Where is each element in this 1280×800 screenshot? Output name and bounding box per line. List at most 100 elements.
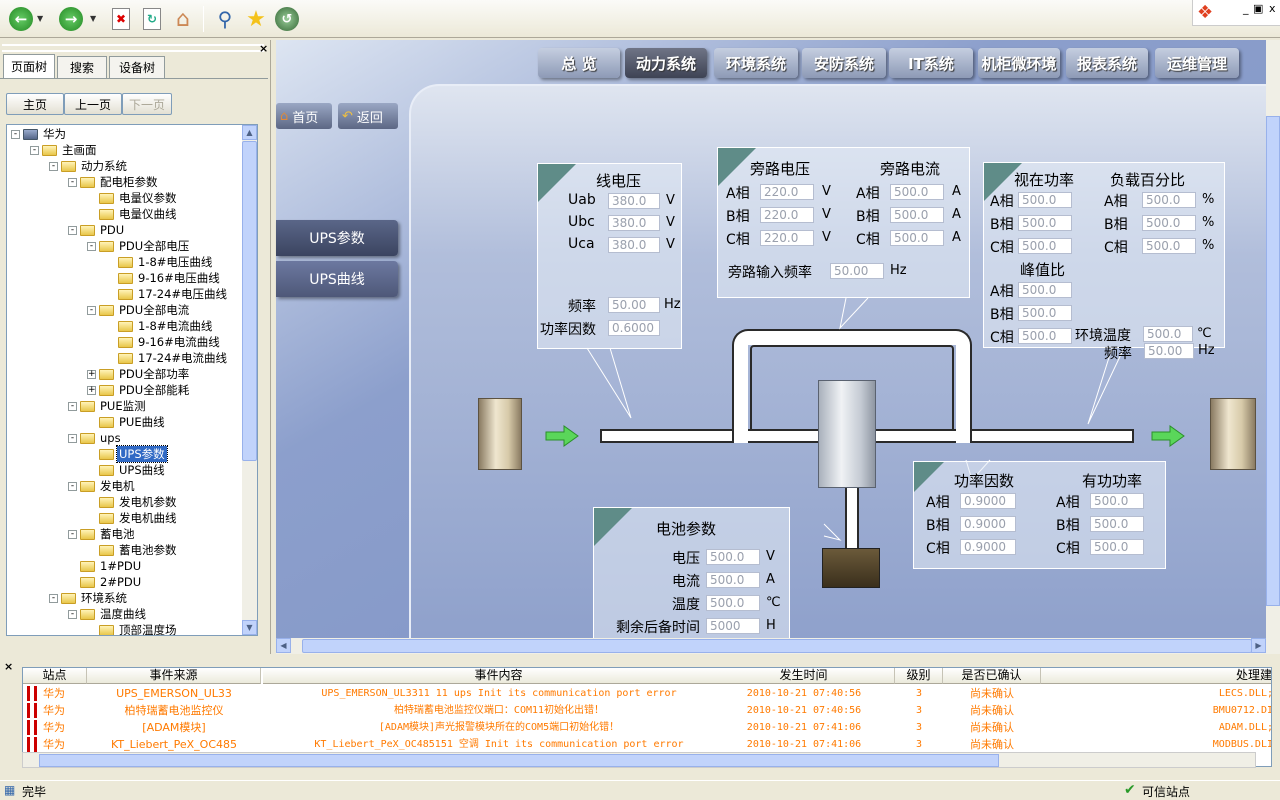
event-header[interactable]: 事件内容 <box>263 668 735 684</box>
tree-node[interactable]: 17-24#电流曲线 <box>106 350 229 366</box>
forward-icon[interactable]: → <box>58 6 84 32</box>
tree-node[interactable]: 9-16#电流曲线 <box>106 334 222 350</box>
close-panel-icon[interactable]: × <box>259 42 269 55</box>
expand-icon[interactable]: - <box>49 593 58 603</box>
tab-nav-2[interactable]: 环境系统 <box>714 48 798 78</box>
restore-button[interactable]: ▣ <box>1253 2 1264 15</box>
event-header[interactable]: 级别 <box>895 668 943 684</box>
expand-icon[interactable]: - <box>68 177 77 187</box>
tree-scrollbar[interactable]: ▲ ▼ <box>242 125 257 635</box>
tree-node[interactable]: -PUE监测 <box>68 398 148 414</box>
close-button[interactable]: x <box>1269 2 1276 15</box>
tree-node[interactable]: 17-24#电压曲线 <box>106 286 229 302</box>
event-header[interactable]: 是否已确认 <box>943 668 1041 684</box>
tree-node[interactable]: PUE曲线 <box>87 414 167 430</box>
next-page-button[interactable]: 下一页 <box>122 93 172 115</box>
tree-node[interactable]: 发电机曲线 <box>87 510 179 526</box>
chevron-down-icon[interactable]: ▼ <box>37 14 44 23</box>
event-row[interactable]: 华为柏特瑞蓄电池监控仪柏特瑞蓄电池监控仪端口：COM11初始化出错！2010-1… <box>23 702 1271 719</box>
tree-node[interactable]: -发电机 <box>68 478 137 494</box>
tree-node[interactable]: 9-16#电压曲线 <box>106 270 222 286</box>
favorites-icon[interactable]: ★ <box>246 6 266 32</box>
tree-node[interactable]: -主画面 <box>30 142 99 158</box>
tree-node[interactable]: 顶部温度场 <box>87 622 179 635</box>
tab-nav-6[interactable]: 报表系统 <box>1066 48 1148 78</box>
home-page-button[interactable]: 主页 <box>6 93 64 115</box>
expand-icon[interactable]: - <box>11 129 20 139</box>
minimize-button[interactable]: _ <box>1243 2 1249 15</box>
tree-node[interactable]: 1#PDU <box>68 558 143 574</box>
tree-node[interactable]: -华为 <box>11 126 68 142</box>
stop-icon[interactable]: ✖ <box>108 6 134 32</box>
event-header[interactable]: 事件来源 <box>87 668 261 684</box>
event-header[interactable]: 站点 <box>23 668 87 684</box>
tree-node[interactable]: 2#PDU <box>68 574 143 590</box>
tree-node[interactable]: -动力系统 <box>49 158 129 174</box>
tree-node[interactable]: UPS曲线 <box>87 462 167 478</box>
home-button[interactable]: ⌂首页 <box>276 103 332 129</box>
tree-node[interactable]: -温度曲线 <box>68 606 148 622</box>
tree-node[interactable]: -ups <box>68 430 123 446</box>
ups-params-button[interactable]: UPS参数 <box>276 220 398 256</box>
tab-nav-1[interactable]: 动力系统 <box>625 48 707 78</box>
back-button[interactable]: ↶返回 <box>338 103 398 129</box>
expand-icon[interactable]: - <box>49 161 58 171</box>
event-header[interactable]: 发生时间 <box>713 668 895 684</box>
tab-nav-5[interactable]: 机柜微环境 <box>978 48 1060 78</box>
main-hscrollbar[interactable]: ◀ ▶ <box>276 638 1266 654</box>
scroll-down-icon[interactable]: ▼ <box>242 620 257 635</box>
scroll-thumb[interactable] <box>242 141 257 461</box>
scroll-up-icon[interactable]: ▲ <box>242 125 257 140</box>
expand-icon[interactable]: + <box>87 368 96 379</box>
expand-icon[interactable]: - <box>68 481 77 491</box>
tree-node[interactable]: 发电机参数 <box>87 494 179 510</box>
event-hscrollbar[interactable] <box>22 752 1256 768</box>
event-row[interactable]: 华为[ADAM模块][ADAM模块]声光报警模块所在的COM5端口初始化错！20… <box>23 719 1271 736</box>
ups-curve-button[interactable]: UPS曲线 <box>276 261 398 297</box>
hscroll-thumb[interactable] <box>302 639 1252 653</box>
tree-node[interactable]: +PDU全部功率 <box>87 366 191 382</box>
tab-nav-0[interactable]: 总 览 <box>538 48 620 78</box>
expand-icon[interactable]: - <box>87 241 96 251</box>
tab-search[interactable]: 搜索 <box>57 56 107 78</box>
expand-icon[interactable]: + <box>87 384 96 395</box>
scroll-right-icon[interactable]: ▶ <box>1251 638 1266 653</box>
tree-node[interactable]: -配电柜参数 <box>68 174 160 190</box>
expand-icon[interactable]: - <box>68 225 77 235</box>
expand-icon[interactable]: - <box>87 305 96 315</box>
tree-node[interactable]: -PDU全部电压 <box>87 238 191 254</box>
tree-node[interactable]: -PDU全部电流 <box>87 302 191 318</box>
tab-nav-3[interactable]: 安防系统 <box>802 48 886 78</box>
tree-node[interactable]: -PDU <box>68 222 126 238</box>
expand-icon[interactable]: - <box>30 145 39 155</box>
close-events-icon[interactable]: × <box>4 660 14 673</box>
prev-page-button[interactable]: 上一页 <box>64 93 122 115</box>
scroll-left-icon[interactable]: ◀ <box>276 638 291 653</box>
event-header[interactable]: 处理建 <box>1041 668 1271 684</box>
tab-page-tree[interactable]: 页面树 <box>3 54 55 78</box>
search-icon[interactable]: ⚲ <box>217 7 233 31</box>
tree-node[interactable]: UPS参数 <box>87 445 168 463</box>
tree-node[interactable]: -蓄电池 <box>68 526 137 542</box>
expand-icon[interactable]: - <box>68 529 77 539</box>
tab-device-tree[interactable]: 设备树 <box>109 56 165 78</box>
tree-node[interactable]: -环境系统 <box>49 590 129 606</box>
refresh-icon[interactable]: ↻ <box>139 6 165 32</box>
tree-node[interactable]: 电量仪参数 <box>87 190 179 206</box>
tree-node[interactable]: 1-8#电压曲线 <box>106 254 214 270</box>
chevron-down-icon[interactable]: ▼ <box>90 14 97 23</box>
tree-node[interactable]: 电量仪曲线 <box>87 206 179 222</box>
main-vscrollbar[interactable] <box>1266 40 1280 654</box>
tree-node[interactable]: 蓄电池参数 <box>87 542 179 558</box>
tab-nav-4[interactable]: IT系统 <box>889 48 973 78</box>
tab-nav-7[interactable]: 运维管理 <box>1155 48 1239 78</box>
tree-node[interactable]: 1-8#电流曲线 <box>106 318 214 334</box>
history-icon[interactable]: ↺ <box>274 6 300 32</box>
expand-icon[interactable]: - <box>68 609 77 619</box>
back-icon[interactable]: ← <box>8 6 34 32</box>
home-icon[interactable]: ⌂ <box>176 6 190 32</box>
expand-icon[interactable]: - <box>68 401 77 411</box>
tree-node[interactable]: +PDU全部能耗 <box>87 382 191 398</box>
